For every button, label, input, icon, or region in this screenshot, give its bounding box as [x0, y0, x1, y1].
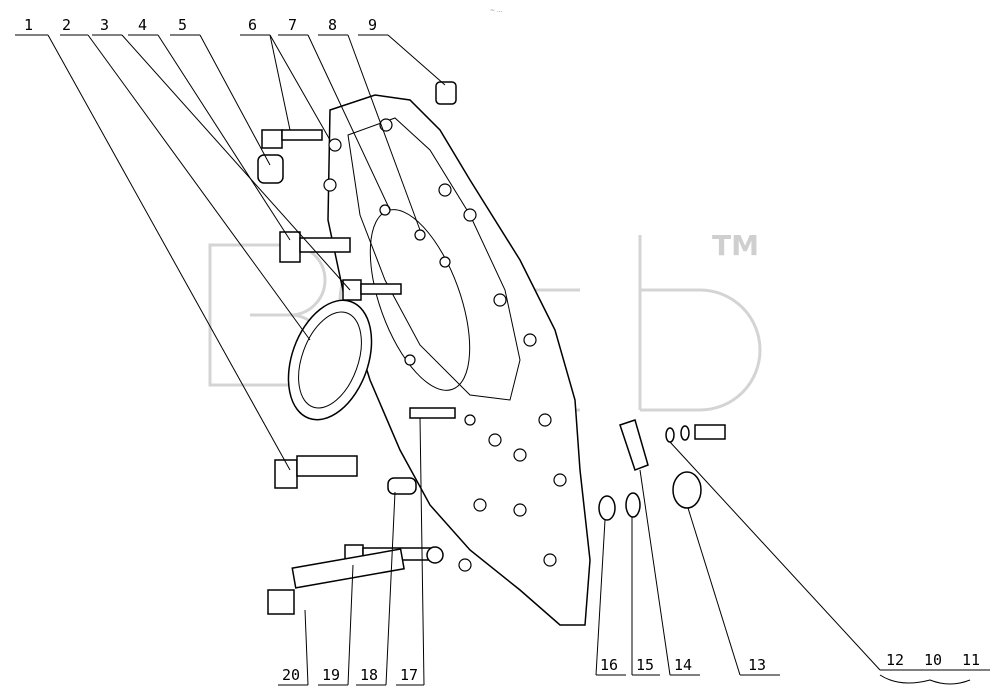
callout-13: 13	[748, 656, 766, 674]
callout-20: 20	[282, 666, 300, 684]
bolt-head-1	[274, 459, 298, 489]
callout-5: 5	[178, 16, 187, 34]
callout-7: 7	[288, 16, 297, 34]
callout-10: 10	[924, 651, 942, 669]
bolt-head-20	[267, 589, 295, 615]
callout-19: 19	[322, 666, 340, 684]
nut-9	[435, 81, 457, 105]
pin-17	[409, 407, 456, 419]
washer-15	[625, 492, 641, 518]
callout-12: 12	[886, 651, 904, 669]
callout-1: 1	[24, 16, 33, 34]
cover-plate	[323, 94, 591, 626]
callout-18: 18	[360, 666, 378, 684]
callouts-bottom: 20 19 18 17 16 15 14 13 12 10 11	[282, 651, 980, 684]
bolt-head-6	[261, 129, 283, 149]
bolt-head-3	[342, 279, 362, 301]
washer-16	[598, 495, 616, 521]
callout-14: 14	[674, 656, 692, 674]
pin-18	[387, 477, 417, 495]
callout-6: 6	[248, 16, 257, 34]
nut-13	[672, 471, 702, 509]
callout-15: 15	[636, 656, 654, 674]
callout-9: 9	[368, 16, 377, 34]
callout-11: 11	[962, 651, 980, 669]
bolt-12	[694, 424, 726, 440]
callout-3: 3	[100, 16, 109, 34]
callout-8: 8	[328, 16, 337, 34]
callout-4: 4	[138, 16, 147, 34]
bracket-14	[619, 419, 649, 471]
header-mark: ~ ...	[490, 7, 503, 14]
leader-lines	[15, 34, 990, 686]
seal-ring	[287, 299, 373, 421]
bolt-head-4	[279, 231, 301, 263]
callouts-top: 1 2 3 4 5 6 7 8 9	[24, 16, 377, 34]
callout-17: 17	[400, 666, 418, 684]
callout-16: 16	[600, 656, 618, 674]
watermark-tm: TM	[712, 229, 759, 262]
callout-2: 2	[62, 16, 71, 34]
sleeve-5	[257, 154, 284, 184]
fasteners	[257, 81, 726, 615]
